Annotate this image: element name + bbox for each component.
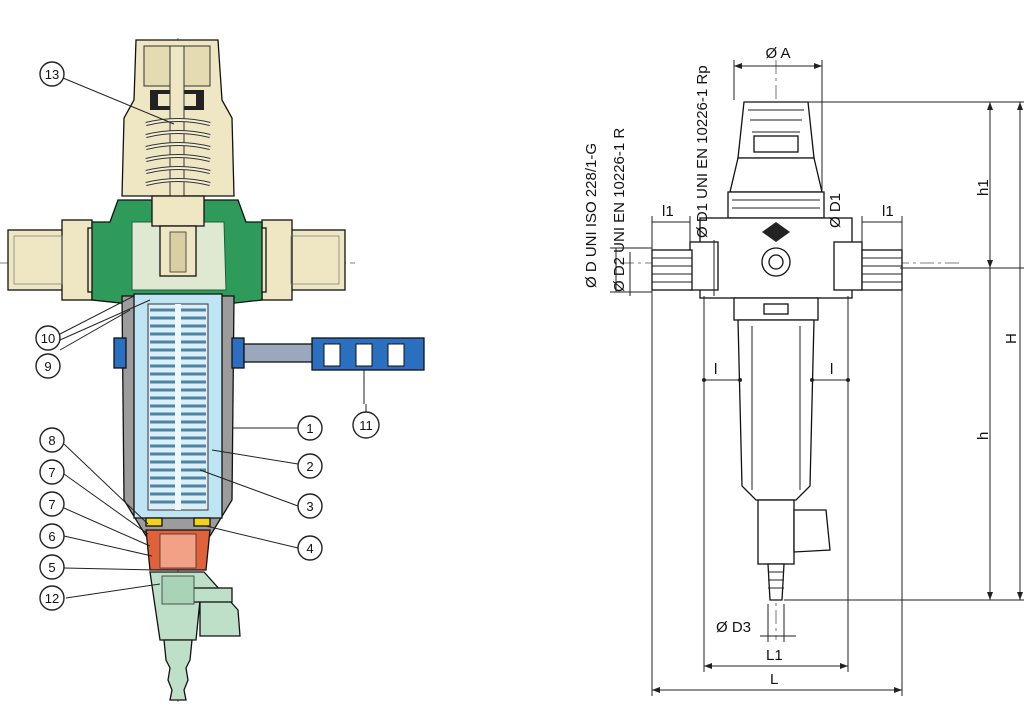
dim-h1: h1 [975,179,992,196]
callout-3: 3 [297,493,323,519]
callout-9b: 9 [35,353,61,379]
callout-13: 13 [39,61,65,87]
callout-6: 6 [39,523,65,549]
callout-4-label: 4 [306,541,313,556]
callout-2: 2 [297,453,323,479]
dim-dia-d3: Ø D3 [716,619,751,636]
spring [145,118,211,186]
callout-5: 5 [39,554,65,580]
dim-std-d2: Ø D2 UNI EN 10226-1 R [611,128,628,292]
callout-11-label: 11 [359,418,373,433]
callout-9-label: 9 [44,359,51,374]
dimension-drawing: Ø A Ø D1 Ø D UNI ISO 228/1-G Ø D2 UNI EN… [583,45,1024,696]
seal-right [193,517,211,527]
callout-12-label: 12 [45,591,59,606]
dim-dia-d1: Ø D1 [827,193,844,228]
callout-10-label: 10 [41,331,55,346]
dim-std-d: Ø D UNI ISO 228/1-G [583,143,600,288]
dim-h: h [975,432,992,440]
callout-11: 11 [352,411,380,439]
callout-6-label: 6 [48,529,55,544]
filter-section-drawing [0,38,425,706]
dim-l-left: l [714,361,717,378]
callout-5-label: 5 [48,560,55,575]
dim-l1-left: l1 [662,203,674,220]
dim-l1-right: l1 [882,203,894,220]
callout-10: 10 [35,325,61,351]
dim-dia-a: Ø A [765,45,790,62]
callout-7a-label: 7 [48,465,55,480]
dim-L: L [770,671,778,688]
callout-7b: 7 [39,491,65,517]
callout-13-label: 13 [45,67,59,82]
callout-7b-label: 7 [48,497,55,512]
pressure-gauge [113,337,425,404]
dim-l-right: l [830,361,833,378]
valve-stem [151,195,205,277]
callout-1: 1 [297,415,323,441]
dim-L1: L1 [766,647,783,664]
callout-1-label: 1 [306,421,313,436]
drain-valve [149,571,241,701]
callout-8: 8 [39,427,65,453]
seal-left [145,517,163,527]
drain-core [159,533,197,569]
dim-H: H [1003,333,1020,344]
callout-4: 4 [297,535,323,561]
filter-mesh [147,303,209,511]
callout-12: 12 [39,585,65,611]
callout-8-label: 8 [48,433,55,448]
callout-2-label: 2 [306,459,313,474]
callout-7a: 7 [39,459,65,485]
dim-std-d1: Ø D1 UNI EN 10226-1 Rp [694,65,711,238]
callout-leaders [59,77,367,599]
callout-3-label: 3 [306,499,313,514]
